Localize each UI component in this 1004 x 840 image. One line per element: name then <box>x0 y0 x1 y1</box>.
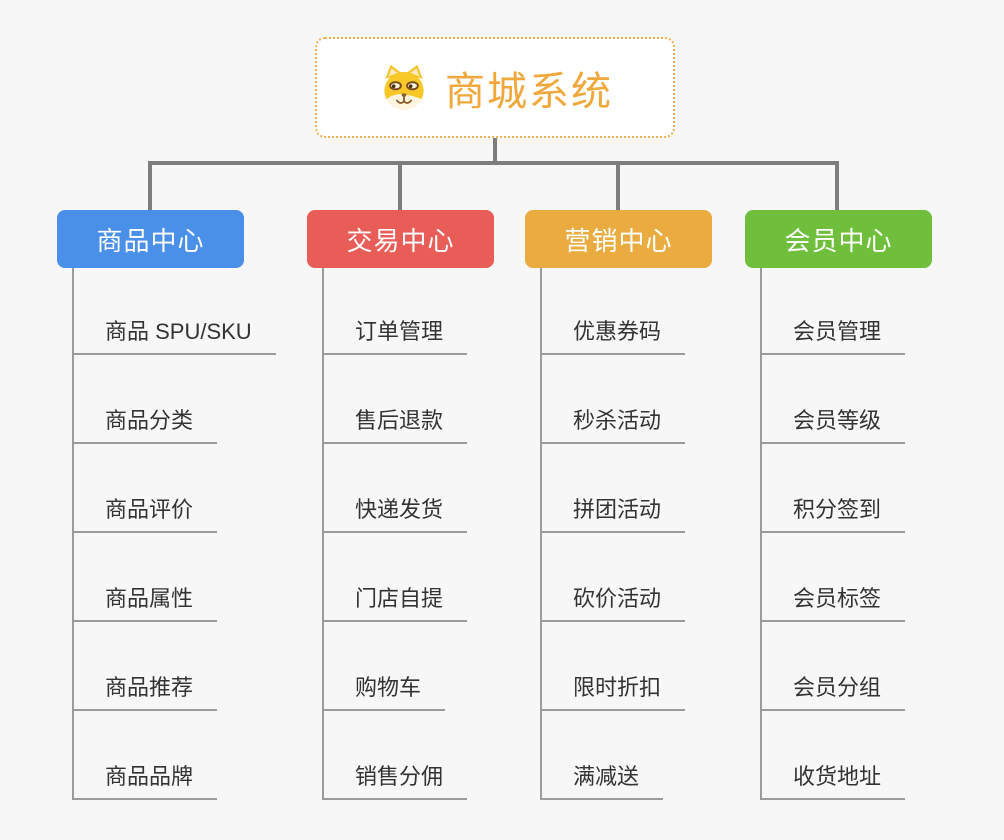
branch-children: 会员管理会员等级积分签到会员标签会员分组收货地址 <box>760 317 906 800</box>
child-topic[interactable]: 积分签到 <box>760 495 906 533</box>
connector-branch-stub <box>616 161 620 210</box>
branch-topic[interactable]: 营销中心 <box>525 210 712 268</box>
branch-spine <box>72 268 74 798</box>
connector-branch-stub <box>148 161 152 210</box>
root-topic-title: 商城系统 <box>445 69 613 114</box>
child-topic[interactable]: 砍价活动 <box>540 584 686 622</box>
child-topic[interactable]: 商品 SPU/SKU <box>72 317 276 355</box>
branch-spine <box>322 268 324 798</box>
branch-topic[interactable]: 交易中心 <box>307 210 494 268</box>
child-topic[interactable]: 购物车 <box>322 673 446 711</box>
child-topic[interactable]: 满减送 <box>540 762 664 800</box>
branch-spine <box>760 268 762 798</box>
child-topic[interactable]: 快递发货 <box>322 495 468 533</box>
child-topic[interactable]: 门店自提 <box>322 584 468 622</box>
dog-face-icon[interactable] <box>377 63 431 113</box>
branch-topic[interactable]: 会员中心 <box>745 210 932 268</box>
child-topic[interactable]: 拼团活动 <box>540 495 686 533</box>
child-topic[interactable]: 会员管理 <box>760 317 906 355</box>
child-topic[interactable]: 收货地址 <box>760 762 906 800</box>
branch-children: 商品 SPU/SKU 商品分类商品评价商品属性商品推荐商品品牌 <box>72 317 276 800</box>
connector-branch-stub <box>398 161 402 210</box>
child-topic[interactable]: 商品品牌 <box>72 762 218 800</box>
branch-spine <box>540 268 542 798</box>
connector-bus <box>148 161 839 165</box>
child-topic[interactable]: 售后退款 <box>322 406 468 444</box>
connector-branch-stub <box>835 161 839 210</box>
child-topic[interactable]: 商品属性 <box>72 584 218 622</box>
child-topic[interactable]: 商品分类 <box>72 406 218 444</box>
child-topic[interactable]: 商品推荐 <box>72 673 218 711</box>
child-topic[interactable]: 秒杀活动 <box>540 406 686 444</box>
child-topic[interactable]: 会员标签 <box>760 584 906 622</box>
root-topic[interactable]: 商城系统 <box>315 37 675 138</box>
branch-topic[interactable]: 商品中心 <box>57 210 244 268</box>
child-topic[interactable]: 限时折扣 <box>540 673 686 711</box>
child-topic[interactable]: 会员分组 <box>760 673 906 711</box>
child-topic[interactable]: 商品评价 <box>72 495 218 533</box>
branch-children: 优惠券码秒杀活动拼团活动砍价活动限时折扣满减送 <box>540 317 686 800</box>
child-topic[interactable]: 优惠券码 <box>540 317 686 355</box>
child-topic[interactable]: 销售分佣 <box>322 762 468 800</box>
child-topic[interactable]: 会员等级 <box>760 406 906 444</box>
child-topic[interactable]: 订单管理 <box>322 317 468 355</box>
branch-children: 订单管理售后退款快递发货门店自提购物车销售分佣 <box>322 317 468 800</box>
connector-root-stem <box>493 138 497 163</box>
